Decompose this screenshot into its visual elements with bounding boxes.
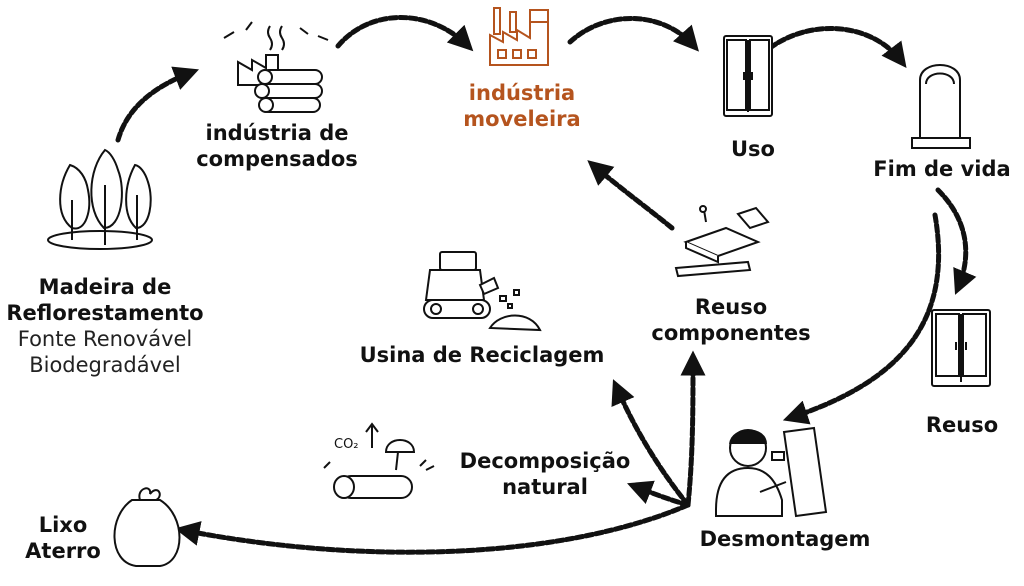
desmontagem-label: Desmontagem [699,527,871,551]
node-lixo: Lixo Aterro [18,512,108,564]
reuso-comp-line1: Reuso [694,295,768,319]
co2-label: CO₂ [334,437,359,452]
node-reuso: Reuso [914,412,1010,438]
log-factory-icon [223,21,329,113]
node-usina: Usina de Reciclagem [332,342,632,368]
decomp-line2: natural [502,475,588,499]
node-madeira: Madeira de Reflorestamento Fonte Renováv… [6,274,204,378]
shredder-icon [423,251,542,332]
arrow-uso-to-fim [767,26,907,68]
uso-label: Uso [731,137,775,161]
trees-icon [47,148,153,250]
arrow-moveleira-to-uso [567,16,699,52]
node-decomposicao: Decomposição natural [440,448,650,500]
madeira-line2: Reflorestamento [6,301,204,325]
node-moveleira: indústria moveleira [448,80,596,132]
reuso-comp-line2: componentes [651,321,811,345]
tombstone-icon [911,64,971,149]
arrow-reuso-comp-to-moveleira [587,160,675,231]
arrow-compensados-to-moveleira [335,15,474,52]
node-compensados: indústria de compensados [182,120,372,172]
node-uso: Uso [718,136,788,162]
usina-label: Usina de Reciclagem [359,343,605,367]
moveleira-line2: moveleira [463,107,581,131]
compensados-line2: compensados [196,147,358,171]
boards-icon [674,205,770,278]
arrow-desmontagem-to-usina [611,379,691,508]
trash-bag-icon [113,487,181,567]
reuso-label: Reuso [925,413,999,437]
node-reuso-componentes: Reuso componentes [636,294,826,346]
moveleira-line1: indústria [468,81,576,105]
node-desmontagem: Desmontagem [672,526,898,552]
person-dismantling-icon [715,426,828,518]
compensados-line1: indústria de [205,121,349,145]
cabinet-uso-icon [723,35,773,117]
log-mushroom-icon [323,422,435,499]
cabinet-reuso-icon [931,309,991,387]
arrow-desmontagem-to-reuso-comp [680,350,706,508]
node-fim: Fim de vida [862,156,1022,182]
arrow-fim-to-desmontagem [782,212,942,425]
arrow-desmontagem-to-decomp [627,480,691,508]
arrow-fim-to-reuso [935,187,977,295]
arrows [115,15,977,555]
arrow-madeira-to-compensados [115,66,200,143]
fim-label: Fim de vida [873,157,1011,181]
madeira-sub2: Biodegradável [29,353,181,377]
arrow-desmontagem-to-lixo [174,502,691,555]
madeira-line1: Madeira de [38,275,172,299]
lixo-line1: Lixo [38,513,88,537]
factory-icon [489,7,549,66]
decomp-line1: Decomposição [459,449,631,473]
madeira-sub1: Fonte Renovável [17,327,193,351]
lixo-line2: Aterro [25,539,101,563]
